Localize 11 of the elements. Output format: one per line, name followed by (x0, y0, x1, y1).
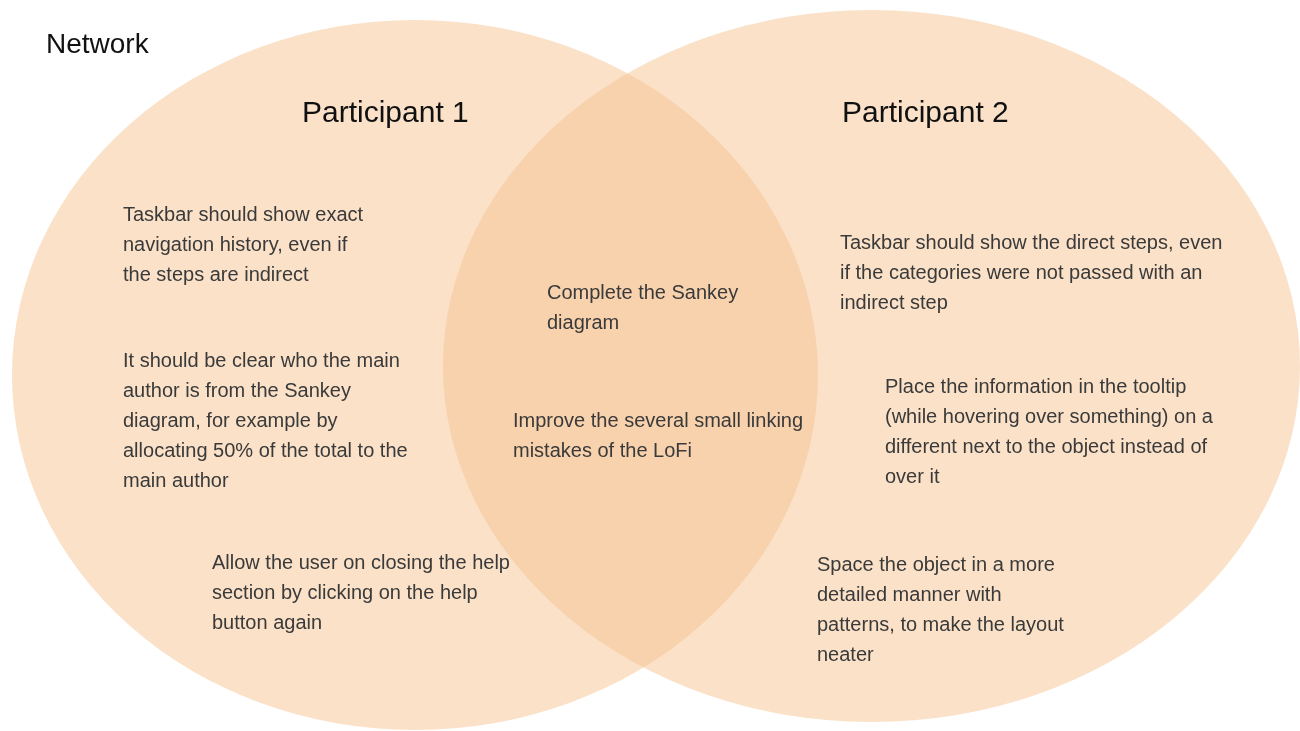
note-text: Allow the user on closing the help section by clicking on the help button again (212, 550, 511, 635)
note-text: Improve the several small linking mistakes of the LoFi (513, 408, 805, 463)
note-text: Complete the Sankey diagram (547, 280, 740, 335)
note-text: Space the object in a more detailed manner with patterns, to make the layout neater (817, 552, 1065, 667)
note-text: It should be clear who the main author is from the Sankey diagram, for example by allocating 50% of the total to the main author (123, 348, 409, 493)
note-text: Place the information in the tooltip (while hovering over something) on a different next to the object instead of over it (885, 374, 1214, 489)
note-text: Taskbar should show the direct steps, even if the categories were not passed with an indirect step (840, 230, 1224, 315)
circle-heading: Participant 1 (302, 95, 469, 129)
diagram-title: Network (46, 28, 149, 60)
note-text: Taskbar should show exact navigation history, even if the steps are indirect (123, 202, 365, 287)
circle-heading: Participant 2 (842, 95, 1009, 129)
